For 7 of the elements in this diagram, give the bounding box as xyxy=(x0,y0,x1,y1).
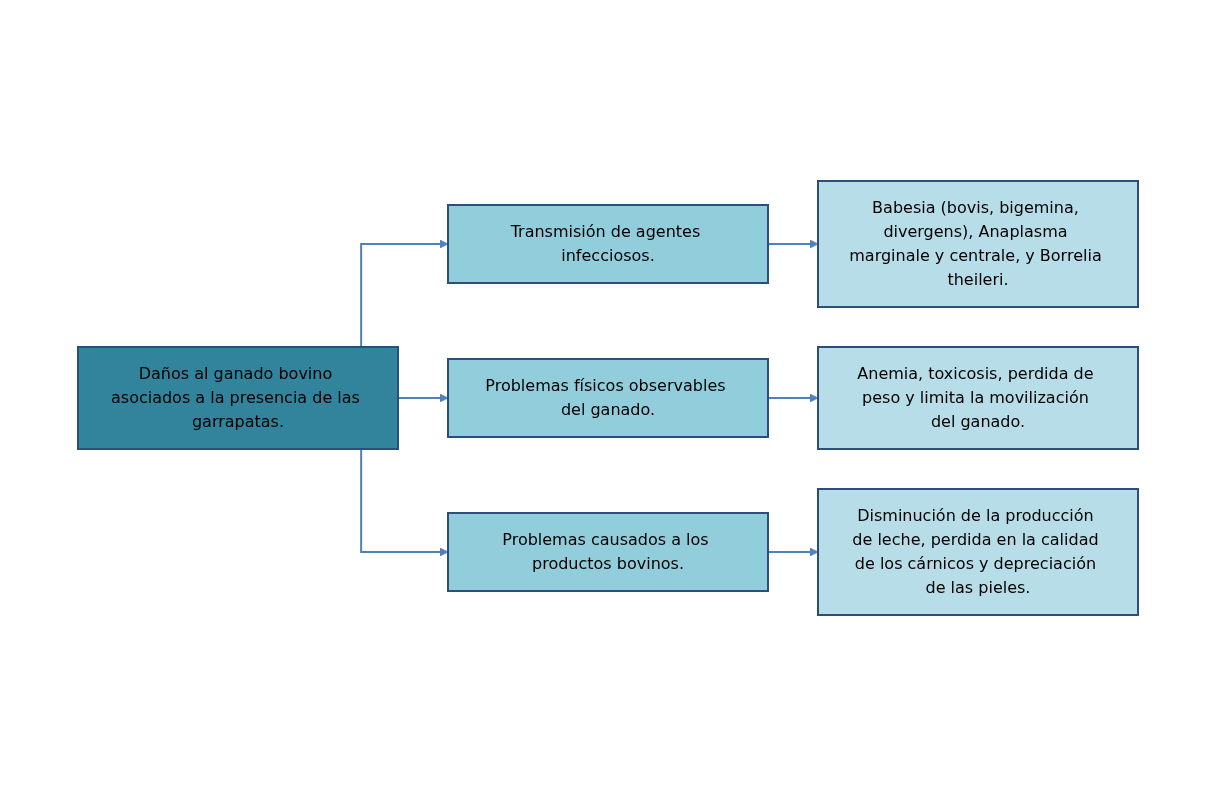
node-box: Daños al ganado bovino asociados a la presencia de las garrapatas. xyxy=(76,345,399,450)
node-box: Disminución de la producción de leche, perdida en la calidad de los cárnicos y depreciación de las pieles. xyxy=(816,487,1139,616)
node-box: Transmisión de agentes infecciosos. xyxy=(446,203,769,284)
node-box: Problemas causados a los productos bovinos. xyxy=(446,511,769,592)
node-box: Babesia (bovis, bigemina, divergens), Anaplasma marginale y centrale, y Borrelia theileri. xyxy=(816,179,1139,308)
node-box: Anemia, toxicosis, perdida de peso y limita la movilización del ganado. xyxy=(816,345,1139,450)
node-box: Problemas físicos observables del ganado. xyxy=(446,357,769,438)
